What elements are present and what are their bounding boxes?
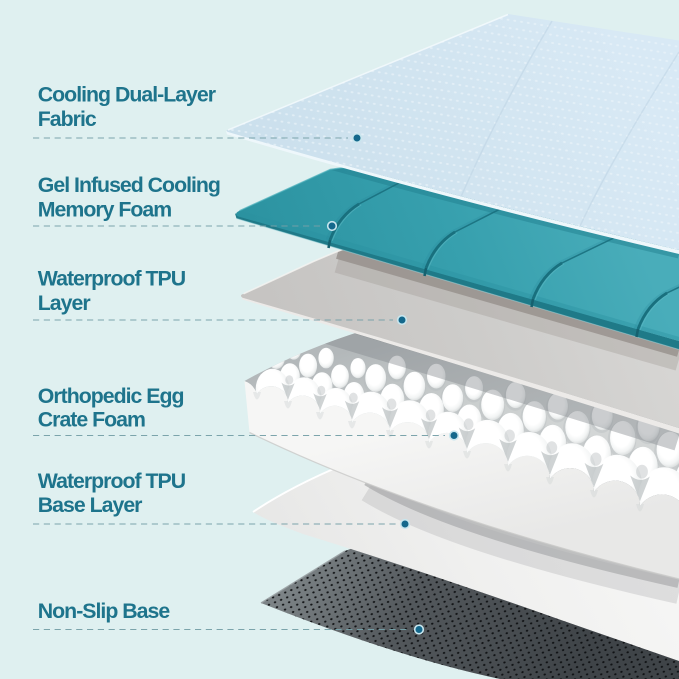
svg-text:Fabric: Fabric [38, 107, 97, 131]
svg-text:Layer: Layer [38, 291, 91, 315]
svg-text:Base Layer: Base Layer [38, 493, 142, 517]
svg-text:Crate Foam: Crate Foam [38, 407, 145, 431]
svg-text:Gel Infused Cooling: Gel Infused Cooling [38, 173, 220, 197]
svg-text:Cooling Dual-Layer: Cooling Dual-Layer [38, 82, 216, 106]
svg-text:Memory Foam: Memory Foam [38, 197, 171, 221]
svg-text:Waterproof TPU: Waterproof TPU [38, 469, 186, 493]
svg-text:Orthopedic Egg: Orthopedic Egg [38, 384, 184, 408]
svg-text:Non-Slip Base: Non-Slip Base [38, 599, 171, 623]
svg-text:Waterproof TPU: Waterproof TPU [38, 267, 186, 291]
